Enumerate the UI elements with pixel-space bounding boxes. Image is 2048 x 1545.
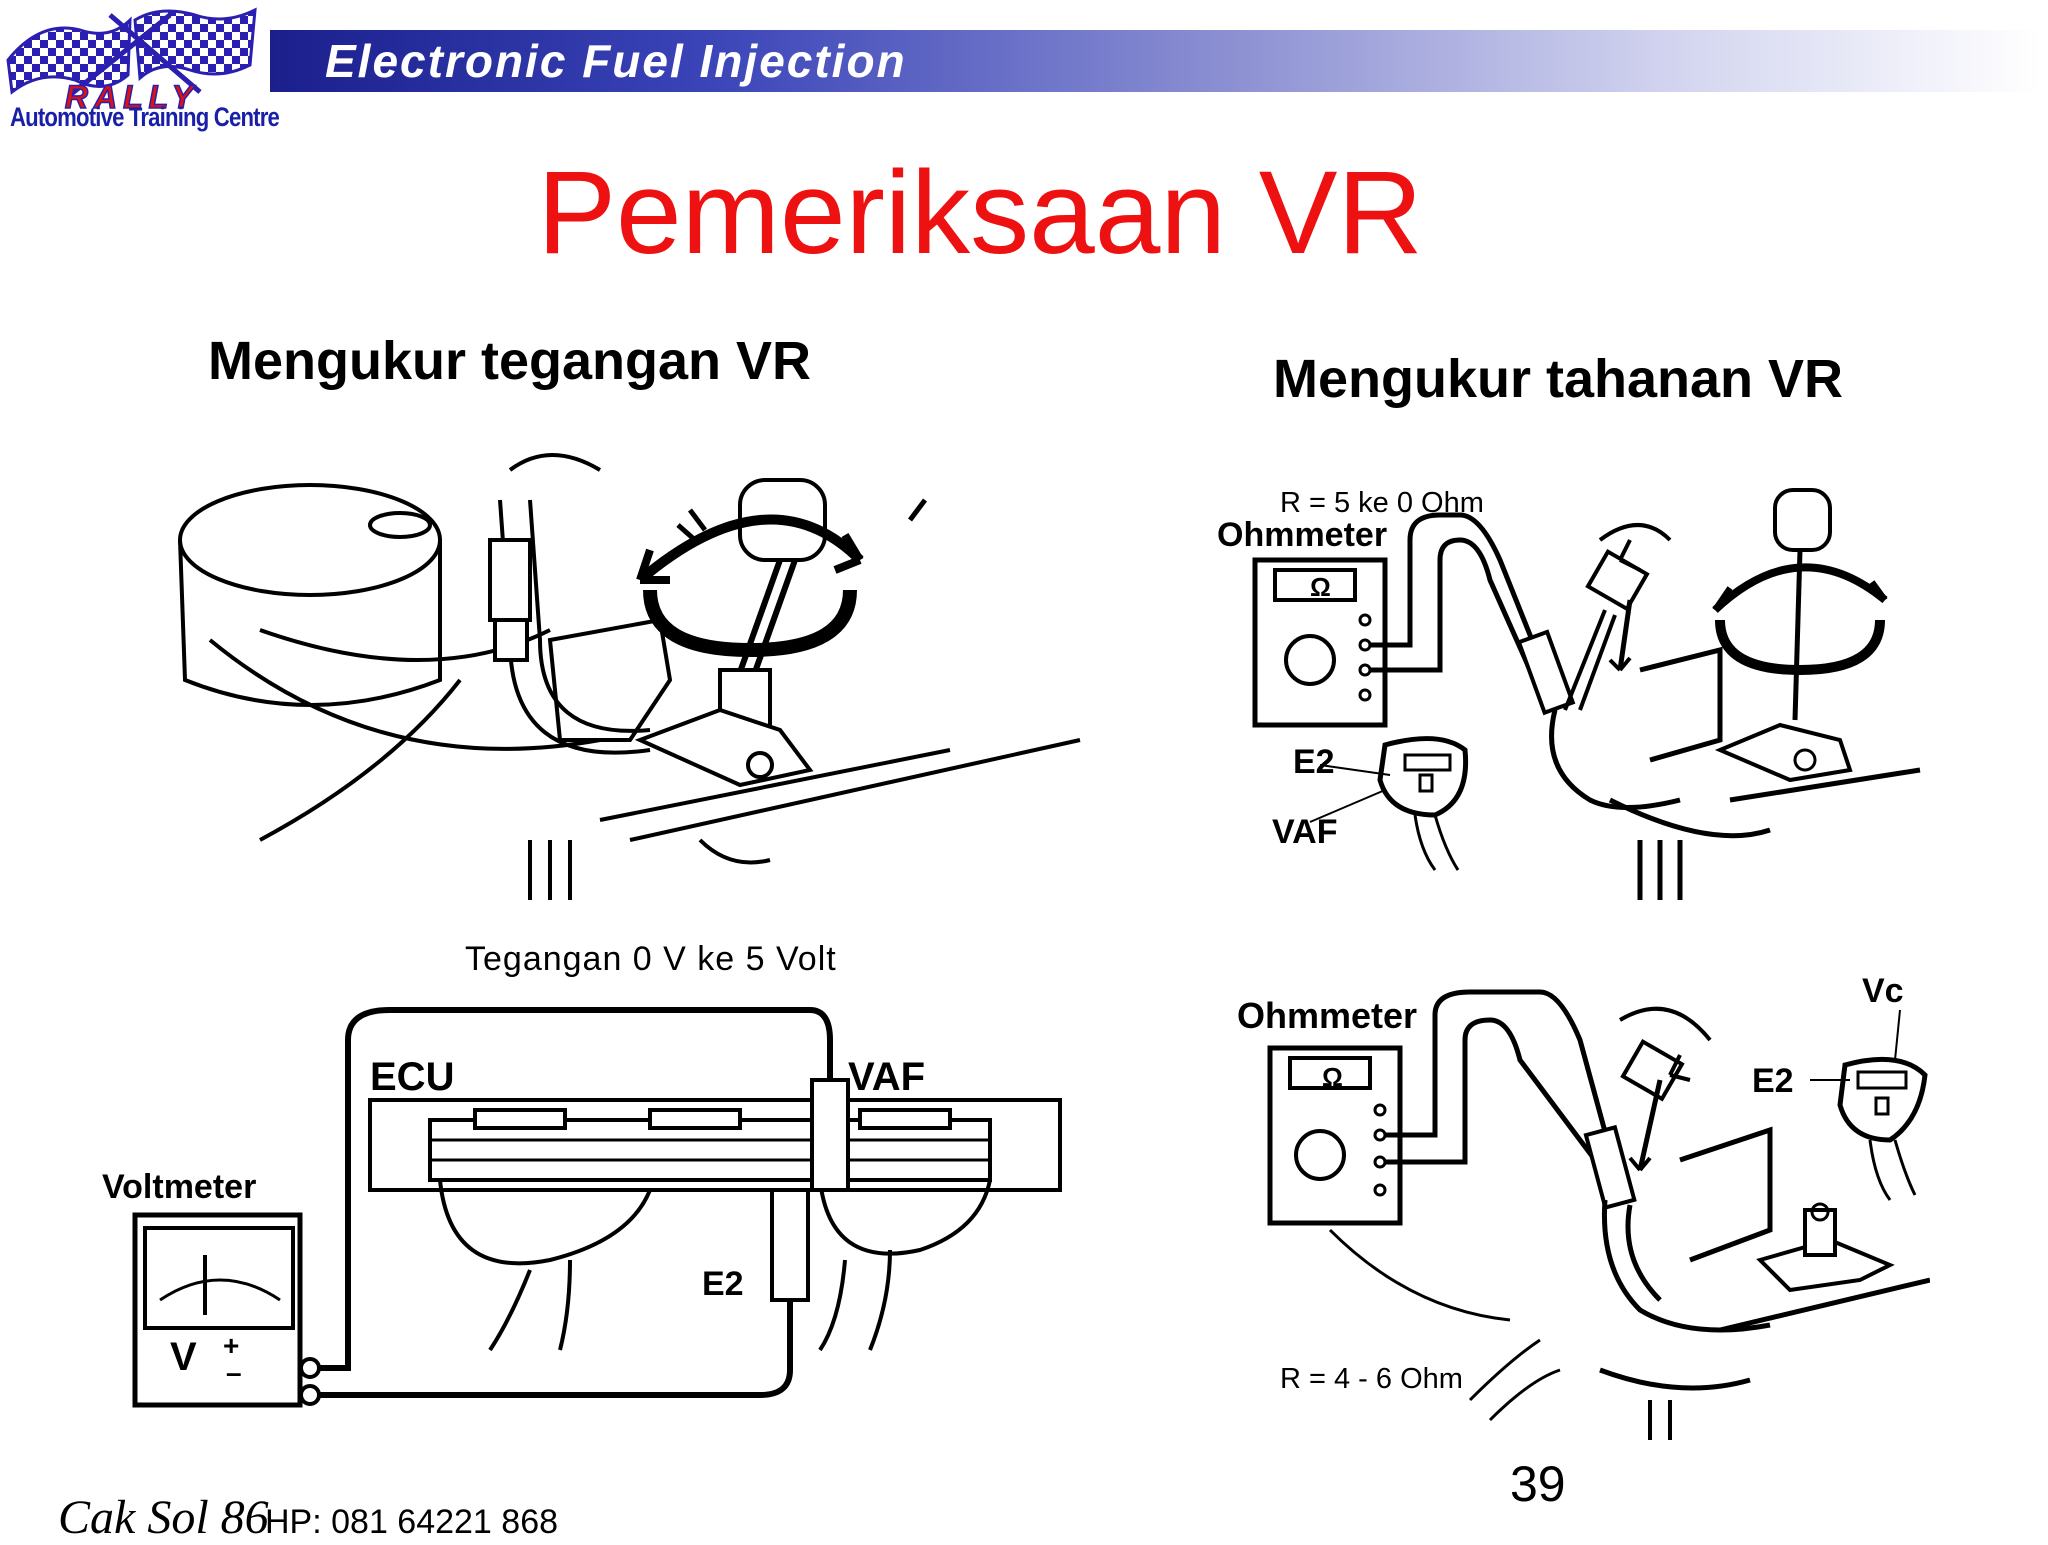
vc-connector <box>1837 1056 1928 1201</box>
footer-author: Cak Sol 86 <box>58 1491 269 1544</box>
subtitle-left: Mengukur tegangan VR <box>208 331 812 391</box>
voltmeter-plus: + <box>223 1330 240 1361</box>
label-e2-bottom: E2 <box>1752 1062 1794 1100</box>
header-bar <box>270 30 2040 92</box>
logo-caption: Automotive Training Centre <box>10 102 280 132</box>
diagram-voltmeter <box>132 1007 1062 1408</box>
header-title: Electronic Fuel Injection <box>325 35 907 87</box>
omega-icon: Ω <box>1310 572 1331 602</box>
label-e2-top: E2 <box>1293 743 1335 781</box>
reading-bottom: R = 4 - 6 Ohm <box>1280 1363 1463 1395</box>
omega-icon-bottom: Ω <box>1322 1062 1343 1092</box>
page-title: Pemeriksaan VR <box>537 147 1423 279</box>
vaf-connector <box>1377 736 1469 871</box>
label-ecu: ECU <box>370 1055 455 1099</box>
label-vaf-top: VAF <box>1272 813 1338 851</box>
voltmeter-minus: – <box>226 1357 242 1388</box>
page-number: 39 <box>1510 1456 1566 1512</box>
ecu-connector <box>428 1108 992 1182</box>
label-vaf: VAF <box>848 1055 926 1099</box>
label-ohmmeter-top: Ohmmeter <box>1217 516 1388 554</box>
footer-phone: HP: 081 64221 868 <box>265 1503 559 1541</box>
caption-voltage: Tegangan 0 V ke 5 Volt <box>465 940 837 978</box>
logo-text: RALLY <box>65 79 199 115</box>
label-voltmeter: Voltmeter <box>102 1168 257 1206</box>
diagram-ohmmeter-bottom <box>1267 989 1930 1440</box>
diagram-vr-adjust-left <box>178 453 1081 900</box>
subtitle-right: Mengukur tahanan VR <box>1273 349 1844 409</box>
diagram-ohmmeter-top <box>1252 488 1921 900</box>
reading-top: R = 5 ke 0 Ohm <box>1280 487 1484 519</box>
checkered-flags-icon: RALLY <box>6 7 257 116</box>
label-ohmmeter-bottom: Ohmmeter <box>1237 995 1418 1036</box>
label-vc: Vc <box>1862 972 1904 1010</box>
voltmeter-v-label: V <box>170 1335 197 1379</box>
label-e2-left: E2 <box>702 1265 744 1303</box>
rally-logo: RALLY <box>0 0 265 140</box>
